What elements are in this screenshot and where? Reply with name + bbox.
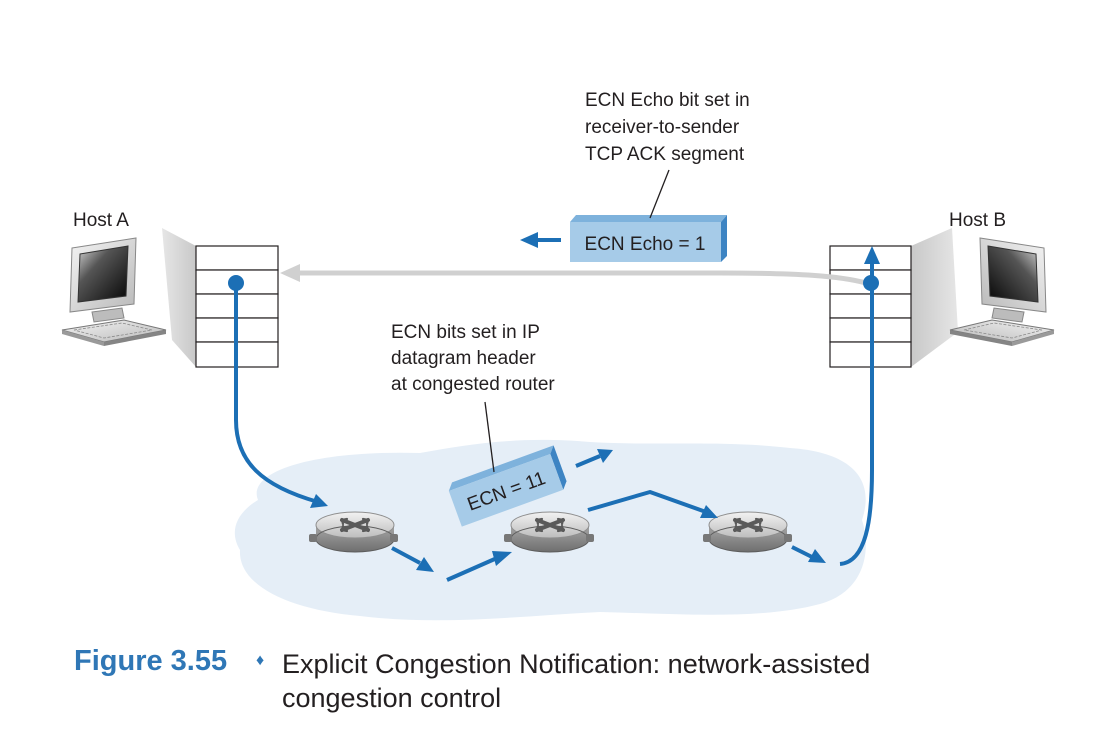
host-b-label: Host B xyxy=(949,210,1006,231)
ack-return-path xyxy=(280,264,867,286)
router-annotation: ECN bits set in IP datagram header at co… xyxy=(391,322,555,395)
router-annotation-leader xyxy=(484,401,495,473)
ecn-echo-label: ECN Echo = 1 xyxy=(585,234,706,255)
host-b-computer-icon xyxy=(949,237,1055,347)
echo-annotation: ECN Echo bit set in receiver-to-sender T… xyxy=(585,90,750,165)
router-annotation-line: at congested router xyxy=(391,374,555,395)
router-annotation-line: datagram header xyxy=(391,348,536,369)
ecn-packet-direction-arrow xyxy=(575,449,613,468)
echo-annotation-line: ECN Echo bit set in xyxy=(585,90,750,111)
data-path xyxy=(234,262,874,582)
echo-annotation-leader xyxy=(649,169,670,219)
echo-annotation-line: TCP ACK segment xyxy=(585,144,745,165)
router-3-icon xyxy=(707,510,789,554)
host-a-send-point xyxy=(228,275,244,291)
host-b-link-fan xyxy=(911,228,958,367)
host-a-computer-icon xyxy=(61,237,167,347)
ecn-diagram: ECN Echo = 1 ECN = 11 Host A Host B ECN … xyxy=(61,90,1055,621)
figure-caption-text: Explicit Congestion Notification: networ… xyxy=(282,649,871,713)
host-b-receive-point xyxy=(863,275,879,291)
router-2-congested-icon xyxy=(509,510,591,554)
caption-bullet-icon: ♦ xyxy=(256,652,265,669)
ecn-packet: ECN = 11 xyxy=(448,445,567,527)
host-a-label: Host A xyxy=(73,210,129,231)
router-1-icon xyxy=(314,510,396,554)
figure-number: Figure 3.55 xyxy=(74,645,228,677)
ecn-echo-segment: ECN Echo = 1 xyxy=(570,215,727,262)
host-a-link-fan xyxy=(162,228,196,367)
ecn-echo-direction-arrow xyxy=(520,232,561,248)
router-annotation-line: ECN bits set in IP xyxy=(391,322,540,343)
echo-annotation-line: receiver-to-sender xyxy=(585,117,740,138)
